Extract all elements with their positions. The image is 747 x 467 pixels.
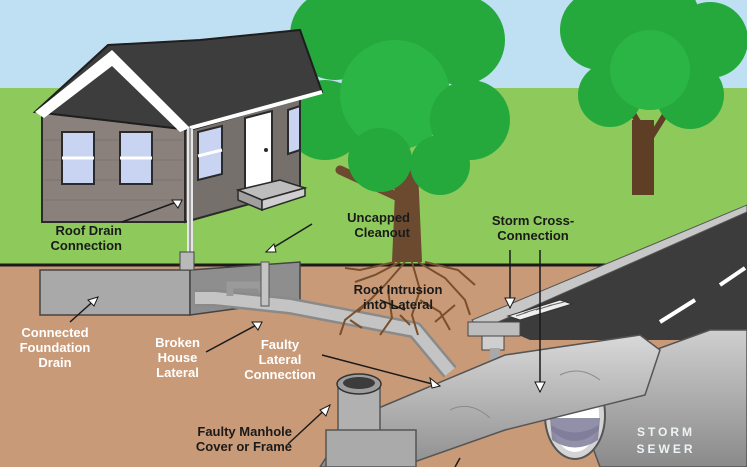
label-uncapped-cleanout: Uncapped Cleanout (300, 210, 410, 240)
label-broken-house-lateral: Broken House Lateral (140, 335, 215, 380)
label-storm-cross-connection: Storm Cross- Connection (468, 213, 598, 243)
label-faulty-lateral-connection: Faulty Lateral Connection (230, 337, 330, 382)
cleanout-riser (261, 262, 269, 306)
label-faulty-manhole: Faulty Manhole Cover or Frame (132, 424, 292, 454)
label-roof-drain-connection: Roof Drain Connection (14, 223, 122, 253)
label-root-intrusion: Root Intrusion into Lateral (333, 282, 463, 312)
label-storm-sewer: STORM SEWER (622, 424, 710, 458)
label-connected-foundation-drain: Connected Foundation Drain (0, 325, 110, 370)
